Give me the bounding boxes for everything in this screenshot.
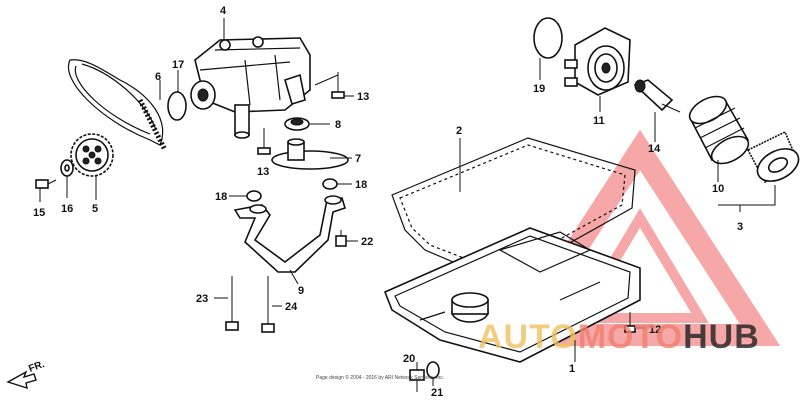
bolt-15	[35, 179, 57, 189]
o-ring-17	[167, 91, 187, 121]
filter-cap	[746, 130, 800, 184]
watermark-auto: AUTO	[478, 318, 578, 356]
o-ring-19	[533, 17, 563, 59]
bolt-24	[261, 276, 275, 333]
callout-21: 21	[431, 387, 443, 399]
callout-12: 12	[649, 324, 661, 336]
callout-17: 17	[172, 59, 184, 71]
bolt-23	[225, 276, 239, 331]
callout-23: 23	[196, 293, 208, 305]
callout-19: 19	[533, 83, 545, 95]
oil-pipe-9	[233, 195, 346, 273]
callout-24: 24	[285, 301, 298, 313]
callout-22: 22	[361, 236, 373, 248]
callout-7: 7	[355, 153, 361, 165]
o-ring-18-right	[322, 178, 338, 190]
callout-18-left: 18	[215, 191, 227, 203]
bolt-12	[624, 312, 636, 333]
leader-lines	[39, 18, 776, 386]
callout-9: 9	[298, 285, 304, 297]
washer	[60, 159, 74, 177]
callout-14: 14	[648, 143, 661, 155]
callout-10: 10	[712, 183, 724, 195]
callout-13-upper: 13	[357, 91, 369, 103]
filter-housing-11	[564, 27, 631, 96]
bolt-22	[335, 230, 347, 247]
callout-20: 20	[403, 353, 415, 365]
watermark-moto: MOTO	[577, 318, 684, 356]
cam-chain	[67, 59, 168, 152]
oil-pan	[383, 227, 641, 363]
direction-label: FR.	[27, 359, 46, 375]
copyright-notice: Page design © 2004 - 2016 by ARI Network…	[316, 375, 445, 381]
o-ring-18-left	[246, 190, 262, 202]
callout-2: 2	[456, 125, 462, 137]
callout-18-right: 18	[355, 179, 367, 191]
watermark-hub: HUB	[683, 318, 760, 356]
bolt-13-lower	[257, 128, 271, 155]
callout-6: 6	[155, 71, 161, 83]
callout-11: 11	[593, 115, 605, 127]
callout-4: 4	[220, 5, 227, 17]
front-direction-arrow-icon	[6, 370, 37, 390]
callout-13-lower: 13	[257, 166, 269, 178]
seal-8	[284, 117, 310, 131]
callout-3: 3	[737, 221, 743, 233]
filter-element-10	[688, 95, 750, 165]
drain-bolt-20	[409, 369, 425, 392]
callout-1: 1	[569, 363, 575, 375]
callout-15: 15	[33, 207, 45, 219]
callout-8: 8	[335, 119, 341, 131]
callout-labels: 1 2 3 4 5 6 7 8 9 10 11 12 13 13 14 15 1…	[33, 5, 743, 399]
sprocket	[70, 133, 114, 177]
callout-16: 16	[61, 203, 73, 215]
center-bolt-14	[633, 79, 681, 113]
callout-5: 5	[92, 203, 98, 215]
oil-pump	[190, 36, 311, 139]
bolt-13-upper	[331, 72, 345, 99]
watermark-logo-text: AUTOMOTOHUB	[478, 318, 760, 357]
strainer-7	[271, 138, 349, 170]
